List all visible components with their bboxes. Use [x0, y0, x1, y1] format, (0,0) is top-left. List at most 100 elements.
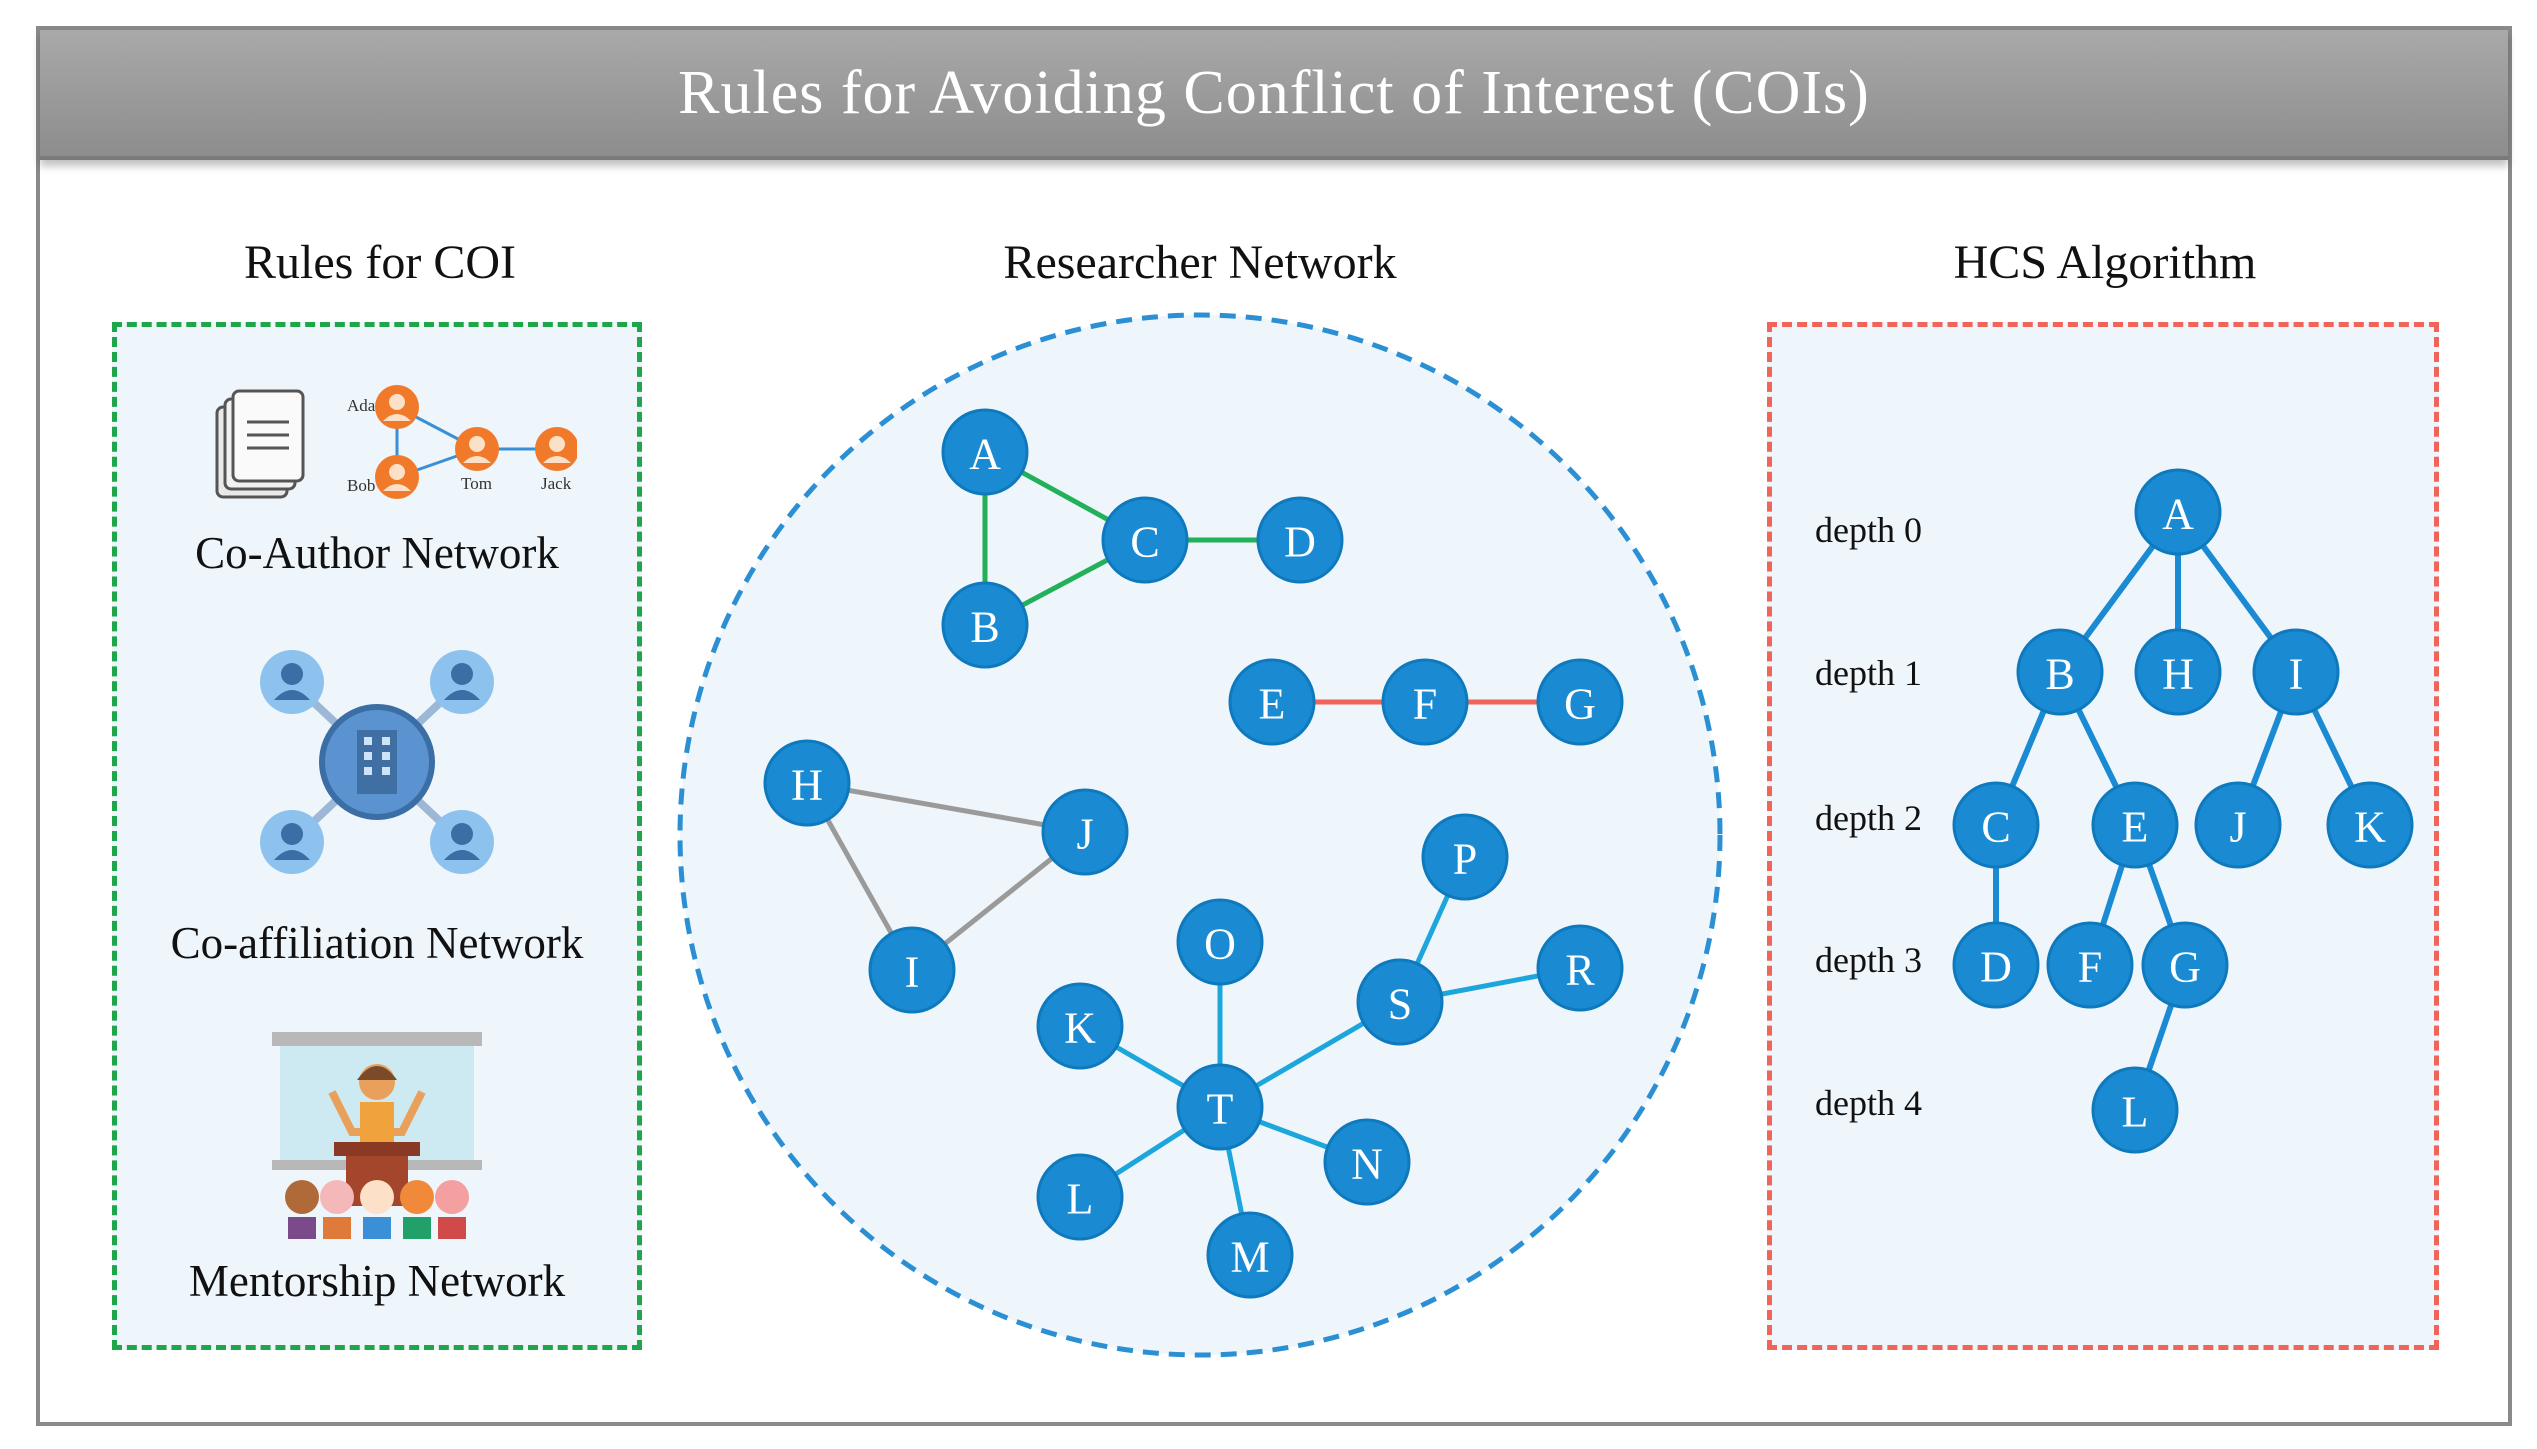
- header-title: Rules for Avoiding Conflict of Interest …: [678, 58, 1870, 127]
- tree-node-F-circle: [2046, 921, 2134, 1009]
- network-node-C-label: C: [1130, 518, 1159, 567]
- tree-node-K-label: K: [2354, 803, 2386, 852]
- network-node-R: R: [1536, 924, 1624, 1012]
- network-node-S: S: [1356, 958, 1444, 1046]
- network-node-F-label: F: [1413, 680, 1437, 729]
- tree-node-F: F: [2046, 921, 2134, 1009]
- network-node-N-label: N: [1351, 1140, 1383, 1189]
- tree-node-D-circle: [1952, 921, 2040, 1009]
- network-node-T-circle: [1176, 1063, 1264, 1151]
- network-node-E-label: E: [1259, 680, 1286, 729]
- depth-label-1: depth 1: [1815, 653, 1922, 693]
- network-node-I: I: [868, 926, 956, 1014]
- tree-node-H-label: H: [2162, 650, 2194, 699]
- depth-label-4: depth 4: [1815, 1083, 1922, 1123]
- network-node-H: H: [763, 739, 851, 827]
- tree-node-L: L: [2091, 1066, 2179, 1154]
- tree-node-A: A: [2134, 468, 2222, 556]
- coaffiliation-illustration: [260, 650, 494, 874]
- tree-node-L-label: L: [2122, 1088, 2149, 1137]
- network-node-J-label: J: [1076, 810, 1093, 859]
- network-node-M-label: M: [1230, 1233, 1269, 1282]
- network-node-O: O: [1176, 898, 1264, 986]
- rules-title: Rules for COI: [244, 236, 516, 289]
- tree-node-G-label: G: [2169, 943, 2201, 992]
- tree-node-E: E: [2091, 781, 2179, 869]
- tree-node-B-circle: [2016, 628, 2104, 716]
- network-node-E-circle: [1228, 658, 1316, 746]
- network-node-T-label: T: [1207, 1085, 1234, 1134]
- network-node-B-label: B: [970, 603, 999, 652]
- network-node-J-circle: [1041, 788, 1129, 876]
- network-node-P-label: P: [1453, 835, 1477, 884]
- network-node-C-circle: [1101, 496, 1189, 584]
- tree-node-H: H: [2134, 628, 2222, 716]
- tree-node-G-circle: [2141, 921, 2229, 1009]
- network-node-L-label: L: [1067, 1175, 1094, 1224]
- rules-panel: Ada Bob Tom Jack Co-Author Network Co-af…: [112, 322, 642, 1350]
- network-node-I-label: I: [905, 948, 920, 997]
- coauthor-illustration: Ada Bob Tom Jack: [215, 385, 577, 499]
- mentorship-label: Mentorship Network: [188, 1256, 566, 1306]
- tree-node-D: D: [1952, 921, 2040, 1009]
- network-node-M: M: [1206, 1211, 1294, 1299]
- tree-node-E-label: E: [2122, 803, 2149, 852]
- network-node-N-circle: [1323, 1118, 1411, 1206]
- tree-node-K-circle: [2326, 781, 2414, 869]
- tree-node-I-circle: [2252, 628, 2340, 716]
- tree-node-I: I: [2252, 628, 2340, 716]
- network-node-D-circle: [1256, 496, 1344, 584]
- coauthor-label: Co-Author Network: [195, 528, 559, 578]
- network-node-B-circle: [941, 581, 1029, 669]
- name-ada: Ada: [347, 396, 376, 415]
- network-node-I-circle: [868, 926, 956, 1014]
- tree-node-J-circle: [2194, 781, 2282, 869]
- network-node-K-label: K: [1064, 1004, 1096, 1053]
- tree-node-G: G: [2141, 921, 2229, 1009]
- depth-label-2: depth 2: [1815, 798, 1922, 838]
- document-icon: [215, 389, 305, 499]
- network-node-D: D: [1256, 496, 1344, 584]
- network-node-H-label: H: [791, 761, 823, 810]
- network-node-G: G: [1536, 658, 1624, 746]
- network-node-H-circle: [763, 739, 851, 827]
- network-node-L: L: [1036, 1153, 1124, 1241]
- network-node-F: F: [1381, 658, 1469, 746]
- tree-node-C-circle: [1952, 781, 2040, 869]
- tree-node-H-circle: [2134, 628, 2222, 716]
- network-node-O-label: O: [1204, 920, 1236, 969]
- header-bar: Rules for Avoiding Conflict of Interest …: [40, 30, 2508, 160]
- network-node-O-circle: [1176, 898, 1264, 986]
- network-node-T: T: [1176, 1063, 1264, 1151]
- person-icon: [260, 810, 324, 874]
- network-node-P-circle: [1421, 813, 1509, 901]
- network-node-M-circle: [1206, 1211, 1294, 1299]
- coauthor-graph-icon: Ada Bob Tom Jack: [347, 385, 577, 499]
- tree-node-D-label: D: [1980, 943, 2012, 992]
- name-jack: Jack: [541, 474, 572, 493]
- network-node-B: B: [941, 581, 1029, 669]
- researcher-network-boundary: [677, 312, 1723, 1358]
- depth-label-3: depth 3: [1815, 940, 1922, 980]
- name-tom: Tom: [461, 474, 492, 493]
- tree-node-K: K: [2326, 781, 2414, 869]
- network-node-K-circle: [1036, 982, 1124, 1070]
- person-icon: [430, 650, 494, 714]
- network-node-S-circle: [1356, 958, 1444, 1046]
- tree-node-E-circle: [2091, 781, 2179, 869]
- coaffiliation-label: Co-affiliation Network: [170, 918, 584, 968]
- network-node-E: E: [1228, 658, 1316, 746]
- network-node-R-circle: [1536, 924, 1624, 1012]
- teacher-icon: [328, 1064, 426, 1206]
- network-node-A-label: A: [969, 430, 1001, 479]
- mentorship-illustration: [272, 1032, 482, 1239]
- tree-node-J: J: [2194, 781, 2282, 869]
- network-node-C: C: [1101, 496, 1189, 584]
- network-node-G-circle: [1536, 658, 1624, 746]
- person-icon: [430, 810, 494, 874]
- tree-node-A-label: A: [2162, 490, 2194, 539]
- network-node-A: A: [941, 408, 1029, 496]
- network-node-J: J: [1041, 788, 1129, 876]
- tree-node-I-label: I: [2289, 650, 2304, 699]
- tree-node-A-circle: [2134, 468, 2222, 556]
